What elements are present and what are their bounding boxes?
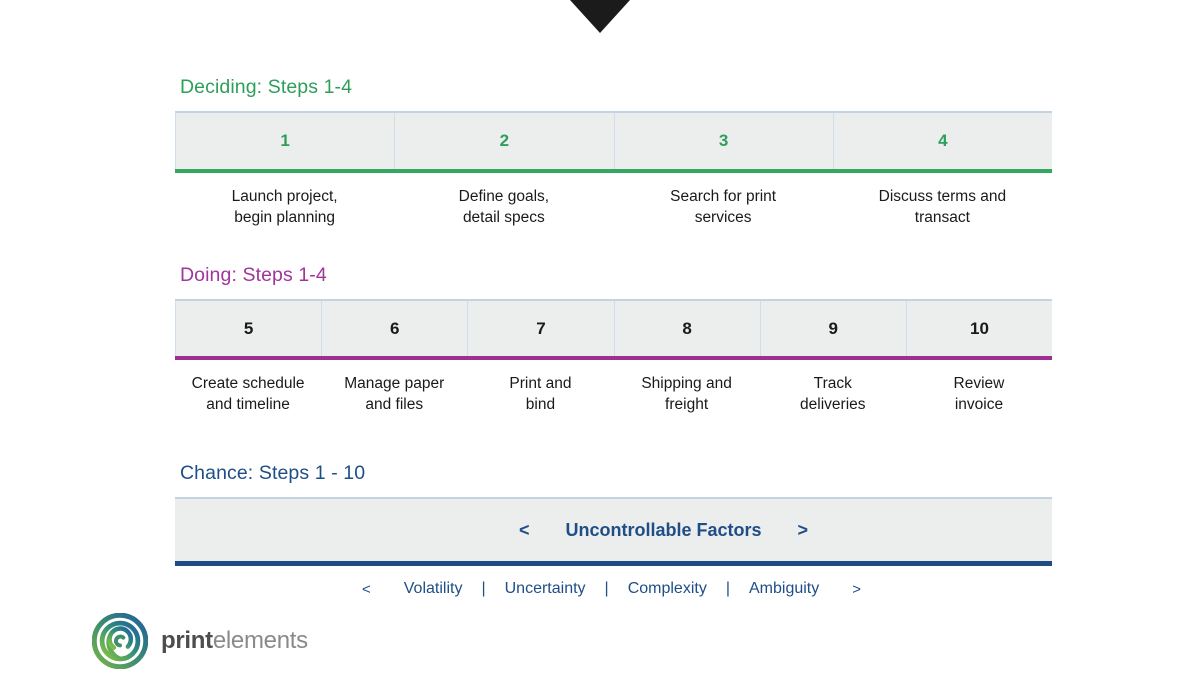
- vuca-factor-row: < Volatility | Uncertainty | Complexity …: [175, 580, 1052, 598]
- step-caption: Manage paper and files: [344, 375, 445, 413]
- deciding-section: Deciding: Steps 1-4 1 2 3 4 Launch proje…: [175, 76, 1052, 228]
- uncontrollable-factors-label: Uncontrollable Factors: [565, 519, 762, 540]
- step-caption: Review invoice: [953, 375, 1005, 413]
- deciding-accent-bar: [175, 169, 1052, 173]
- vuca-factor-uncertainty[interactable]: Uncertainty: [504, 580, 586, 597]
- right-arrow-icon: >: [797, 519, 809, 540]
- step-number-cell[interactable]: 7: [467, 301, 613, 356]
- step-caption: Launch project, begin planning: [231, 188, 338, 226]
- doing-captions: Create schedule and timeline Manage pape…: [175, 373, 1052, 415]
- doing-section-title: Doing: Steps 1-4: [180, 264, 327, 286]
- step-number-cell[interactable]: 3: [613, 113, 833, 169]
- spiral-icon: [92, 613, 148, 669]
- right-arrow-icon: >: [852, 580, 861, 598]
- step-number-cell[interactable]: 6: [321, 301, 467, 356]
- triangle-down-icon: [570, 0, 630, 33]
- step-number-cell[interactable]: 1: [175, 113, 394, 169]
- vuca-factor-volatility[interactable]: Volatility: [403, 580, 463, 597]
- chance-accent-bar: [175, 561, 1052, 566]
- step-caption: Track deliveries: [800, 375, 866, 413]
- vuca-separator: |: [481, 580, 486, 597]
- step-caption: Create schedule and timeline: [191, 375, 305, 413]
- step-caption: Print and bind: [509, 375, 572, 413]
- vuca-separator: |: [604, 580, 609, 597]
- vuca-separator: |: [725, 580, 730, 597]
- step-number-cell[interactable]: 4: [832, 113, 1052, 169]
- chance-section-title: Chance: Steps 1 - 10: [180, 462, 366, 484]
- step-number-cell[interactable]: 2: [394, 113, 613, 169]
- doing-section: Doing: Steps 1-4 5 6 7 8 9 10 Create sch…: [175, 264, 1052, 415]
- deciding-step-band: 1 2 3 4: [175, 111, 1052, 169]
- chance-factor-band: < Uncontrollable Factors >: [175, 497, 1052, 561]
- step-number-cell[interactable]: 5: [175, 301, 321, 356]
- chance-section: Chance: Steps 1 - 10 < Uncontrollable Fa…: [175, 462, 1052, 598]
- vuca-factor-complexity[interactable]: Complexity: [627, 580, 707, 597]
- vuca-factor-ambiguity[interactable]: Ambiguity: [748, 580, 820, 597]
- brand-logo[interactable]: printelements: [92, 613, 308, 669]
- step-number-cell[interactable]: 8: [613, 301, 760, 356]
- deciding-section-title: Deciding: Steps 1-4: [180, 76, 353, 98]
- left-arrow-icon: <: [518, 519, 530, 540]
- step-caption: Shipping and freight: [641, 375, 732, 413]
- left-arrow-icon: <: [361, 580, 371, 598]
- step-number-cell[interactable]: 9: [759, 301, 906, 356]
- doing-accent-bar: [175, 356, 1052, 360]
- brand-logo-text: printelements: [161, 627, 308, 655]
- doing-step-band: 5 6 7 8 9 10: [175, 299, 1052, 356]
- step-caption: Define goals, detail specs: [458, 188, 550, 226]
- uncontrollable-factors-cell[interactable]: < Uncontrollable Factors >: [175, 499, 1052, 561]
- step-caption: Search for print services: [670, 188, 777, 226]
- brand-name-bold: print: [161, 627, 213, 654]
- step-caption: Discuss terms and transact: [878, 188, 1007, 226]
- deciding-captions: Launch project, begin planning Define go…: [175, 186, 1052, 228]
- step-number-cell[interactable]: 10: [905, 301, 1052, 356]
- brand-name-light: elements: [212, 627, 308, 654]
